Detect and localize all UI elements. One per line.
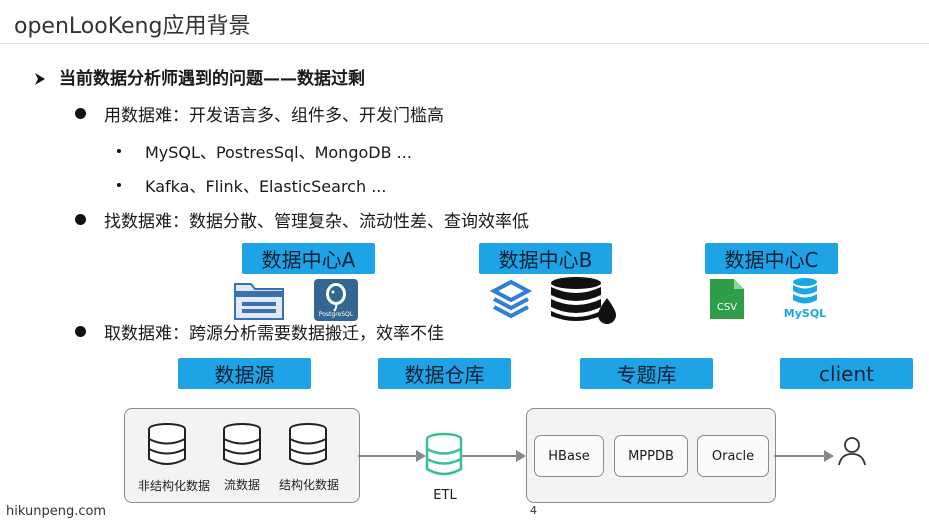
arrow-bullet-icon	[33, 69, 47, 89]
mysql-icon: MySQL	[781, 277, 829, 323]
slide-title: openLooKeng应用背景	[14, 14, 251, 39]
arrow-icon	[462, 450, 526, 462]
database-icon	[223, 423, 261, 465]
source-caption-stream: 流数据	[223, 478, 260, 492]
sub-bullet-dot-icon	[117, 149, 121, 153]
pipeline-label-topic-db: 专题库	[580, 358, 713, 389]
bullet-1: 用数据难：开发语言多、组件多、开发门槛高	[104, 106, 444, 126]
folder-icon	[234, 283, 284, 320]
pipeline-label-warehouse: 数据仓库	[378, 358, 511, 389]
csv-label: CSV	[716, 302, 738, 313]
title-divider	[0, 43, 929, 44]
sub-bullet-dot-icon	[117, 183, 121, 187]
data-center-a-label: 数据中心A	[242, 243, 375, 274]
pipeline-label-client: client	[780, 358, 913, 389]
heading: 当前数据分析师遇到的问题——数据过剩	[33, 64, 365, 89]
data-center-c-label: 数据中心C	[705, 243, 838, 274]
store-mppdb: MPPDB	[614, 435, 688, 477]
sub-bullet-2: Kafka、Flink、ElasticSearch ...	[145, 177, 387, 196]
layers-icon	[490, 279, 532, 319]
arrow-icon	[358, 450, 426, 462]
bullet-3: 取数据难：跨源分析需要数据搬迁，效率不佳	[104, 324, 444, 344]
database-drop-icon	[551, 277, 616, 324]
source-caption-structured: 结构化数据	[278, 478, 339, 492]
store-oracle: Oracle	[697, 435, 769, 477]
source-caption-unstructured: 非结构化数据	[137, 479, 210, 493]
bullet-dot-icon	[75, 326, 86, 337]
arrow-icon	[774, 450, 834, 462]
bullet-dot-icon	[75, 214, 86, 225]
footer-brand: hikunpeng.com	[6, 504, 107, 519]
user-icon	[838, 437, 866, 466]
sub-bullet-1: MySQL、PostresSql、MongoDB ...	[145, 143, 412, 162]
postgresql-label: PostgreSQL	[318, 311, 354, 318]
page-number: 4	[530, 504, 537, 517]
bullet-2: 找数据难：数据分散、管理复杂、流动性差、查询效率低	[104, 212, 529, 232]
database-icon	[289, 423, 327, 465]
etl-label: ETL	[433, 488, 457, 503]
csv-file-icon: CSV	[708, 277, 746, 321]
bullet-dot-icon	[75, 108, 86, 119]
database-icon	[148, 423, 186, 465]
heading-text: 当前数据分析师遇到的问题——数据过剩	[59, 69, 365, 89]
etl-database-icon	[425, 432, 463, 476]
store-hbase: HBase	[534, 435, 604, 477]
pipeline-label-source: 数据源	[178, 358, 311, 389]
mysql-label: MySQL	[783, 307, 827, 320]
data-center-b-label: 数据中心B	[479, 243, 612, 274]
postgresql-icon: PostgreSQL	[314, 279, 358, 321]
